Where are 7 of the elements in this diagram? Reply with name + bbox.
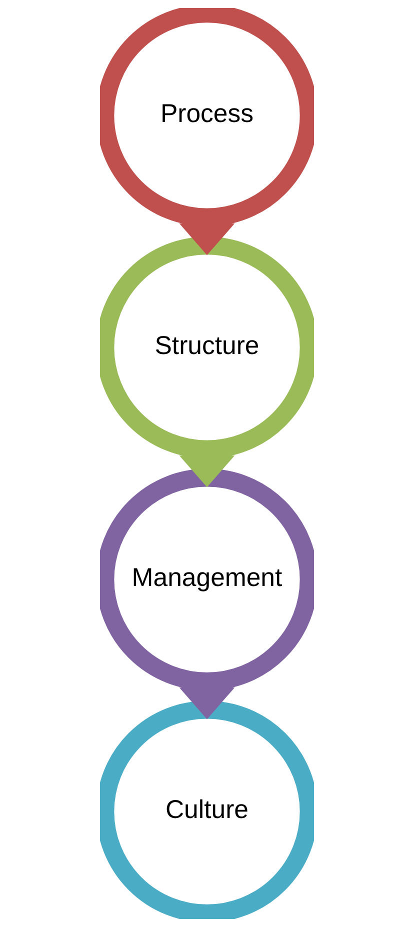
arrow — [179, 455, 235, 488]
arrow — [179, 223, 235, 256]
node-circle: Structure — [100, 236, 314, 458]
node-circle: Culture — [100, 700, 314, 919]
arrow — [179, 687, 235, 720]
node-circle: Management — [100, 468, 314, 690]
node-circle: Process — [100, 8, 314, 226]
